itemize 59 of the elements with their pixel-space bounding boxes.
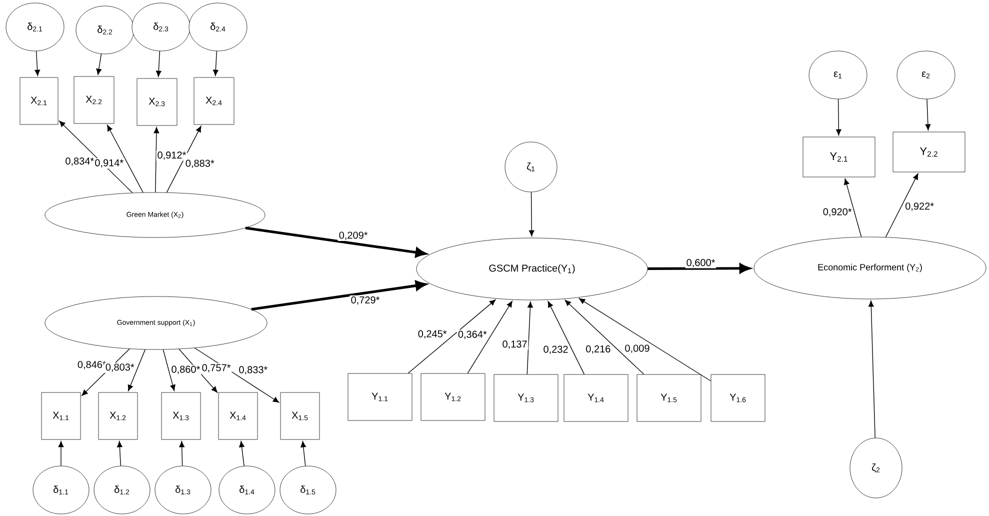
arrow — [116, 441, 122, 466]
arrow — [467, 300, 512, 374]
indicator-box: Y$_{1.4}$ — [564, 374, 628, 422]
arrow — [128, 349, 146, 391]
arrow — [844, 178, 862, 238]
arrow — [154, 127, 160, 193]
arrow — [564, 300, 644, 375]
edge-label: 0,364* — [456, 330, 488, 340]
edge-label: 0,216 — [584, 344, 612, 355]
indicator-box: X$_{1.5}$ — [280, 392, 320, 440]
indicator-box: Y$_{1.5}$ — [636, 374, 702, 422]
arrow — [578, 298, 712, 382]
arrow — [212, 50, 218, 76]
arrow — [166, 126, 202, 193]
edge-label: 0,922* — [904, 202, 935, 212]
arrow — [548, 301, 585, 375]
arrow — [156, 50, 162, 77]
arrow — [408, 300, 496, 374]
edge-label: 0,914* — [94, 158, 125, 169]
edge-label: 0,009 — [624, 344, 651, 354]
indicator-box: X$_{1.2}$ — [98, 392, 138, 440]
indicator-box: X$_{1.3}$ — [161, 392, 201, 440]
arrow — [34, 50, 40, 76]
indicator-box: Y$_{1.1}$ — [348, 373, 412, 421]
arrow — [107, 124, 144, 193]
edge-label: 0,137 — [501, 340, 528, 350]
indicator-box: X$_{1.1}$ — [41, 392, 81, 440]
arrow — [528, 192, 534, 236]
arrow — [58, 441, 64, 466]
indicator-box: X$_{2.1}$ — [20, 77, 58, 125]
indicator-box: Y$_{1.2}$ — [420, 373, 486, 421]
arrow — [868, 300, 876, 438]
edge-label: 0,245* — [416, 329, 448, 340]
arrow — [885, 173, 918, 238]
indicator-box: Y$_{1.3}$ — [494, 374, 558, 422]
edge-label: 0,912* — [156, 150, 188, 161]
edge-label: 0,757* — [200, 363, 232, 374]
arrow — [239, 441, 244, 466]
edge-label: 0,920* — [822, 207, 853, 218]
indicator-box: X$_{2.4}$ — [194, 77, 234, 125]
indicator-box: X$_{1.4}$ — [218, 392, 258, 440]
edge-label: 0,883* — [184, 158, 216, 170]
arrow — [836, 98, 842, 136]
edge-label: 0,232 — [542, 344, 570, 355]
arrow — [96, 54, 102, 75]
edge-label: 0,833* — [238, 365, 269, 376]
indicator-box: Y$_{2.1}$ — [802, 136, 876, 178]
edge-label: 0,803* — [104, 362, 136, 373]
arrow — [179, 441, 185, 466]
indicator-box: Y$_{1.6}$ — [710, 374, 766, 422]
arrow — [526, 302, 533, 375]
edge-label: 0,834* — [64, 156, 96, 167]
arrow — [162, 349, 176, 391]
indicator-box: X$_{2.2}$ — [74, 76, 114, 124]
arrow — [300, 441, 306, 466]
edge-label: 0,860* — [170, 364, 202, 376]
indicator-box: Y$_{2.2}$ — [892, 132, 966, 172]
indicator-box: X$_{2.3}$ — [136, 78, 178, 126]
arrow — [925, 98, 931, 130]
